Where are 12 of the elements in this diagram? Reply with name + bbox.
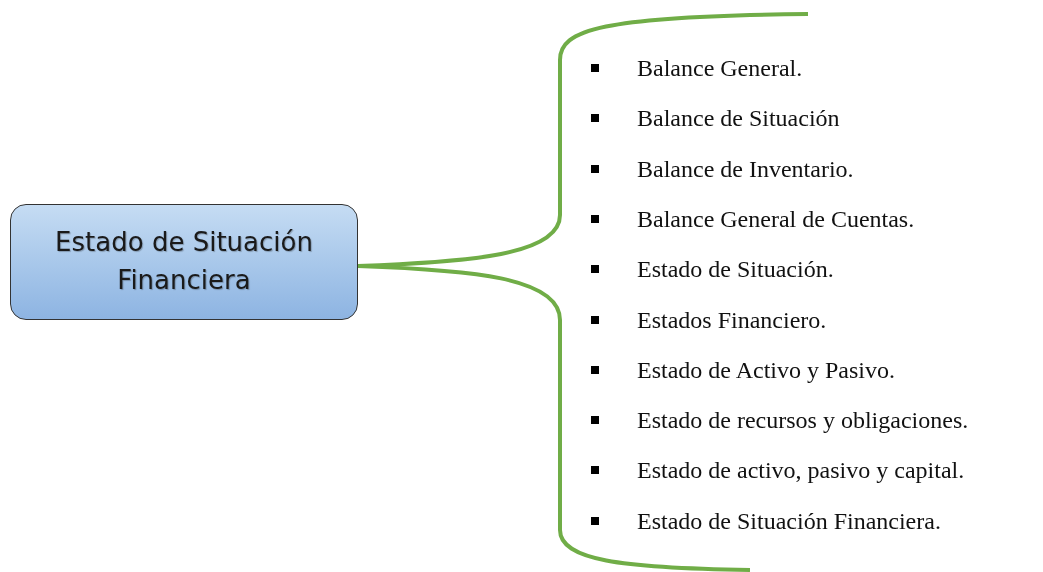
list-item: Estado de recursos y obligaciones. — [637, 406, 969, 435]
list-item: Estados Financiero. — [637, 305, 827, 334]
list-item: Estado de Activo y Pasivo. — [637, 355, 895, 384]
rounded-box — [10, 204, 358, 320]
list-item: Estado de Situación Financiera. — [637, 506, 941, 535]
list-item: Balance General. — [637, 54, 803, 82]
list-item: Balance General de Cuentas. — [637, 204, 915, 233]
list-item: Balance de Inventario. — [637, 154, 854, 183]
list-item: Balance de Situación — [637, 104, 840, 133]
list-item: Estado de activo, pasivo y capital. — [637, 456, 965, 485]
list-item: Estado de Situación. — [637, 255, 834, 284]
box-title: Estado de Situación Financiera — [54, 226, 314, 297]
